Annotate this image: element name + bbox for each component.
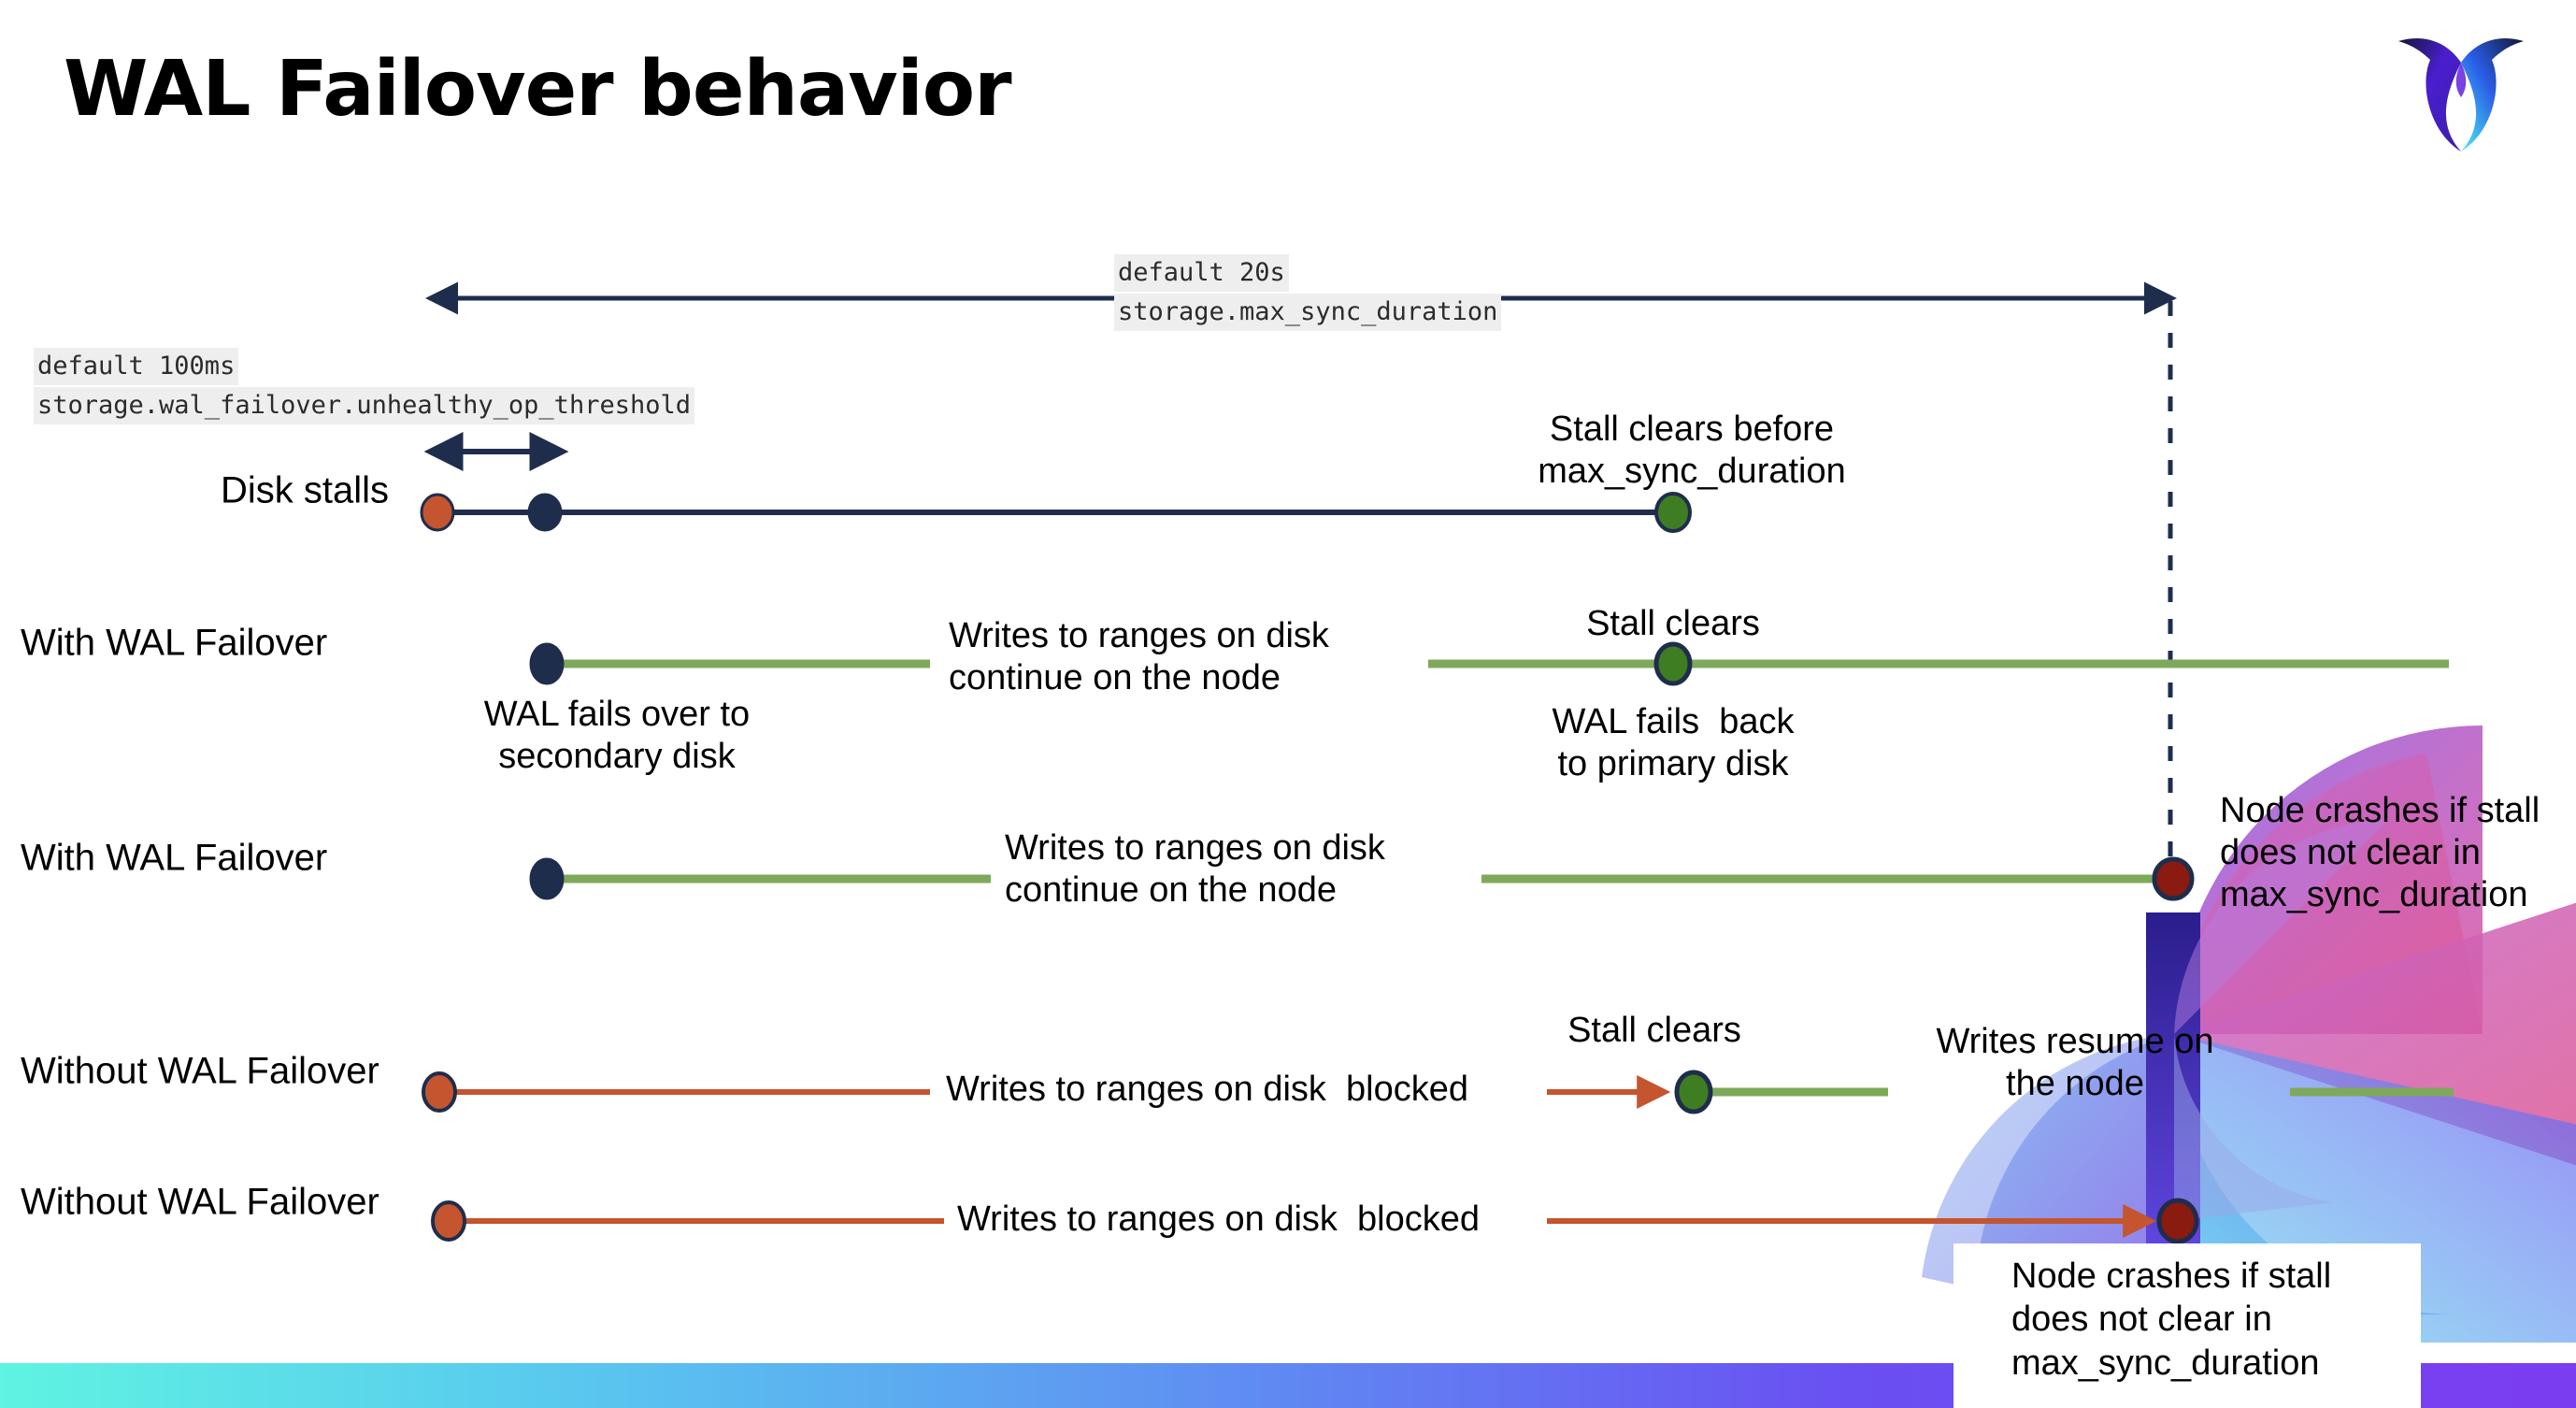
- row-label-with-wal-failover-1: With WAL Failover: [21, 622, 328, 664]
- max-sync-setting-name: storage.max_sync_duration: [1114, 294, 1502, 332]
- row-label-without-wal-failover-1: Without WAL Failover: [21, 1050, 379, 1092]
- annotation-writes-blocked-row4: Writes to ranges on disk blocked: [946, 1070, 1469, 1109]
- annotation-writes-continue-row3: Writes to ranges on disk continue on the…: [1005, 828, 1385, 910]
- row-label-without-wal-failover-2: Without WAL Failover: [21, 1181, 379, 1223]
- cockroachdb-logo-icon: [2398, 37, 2524, 151]
- unhealthy-threshold-default-label: default 100ms: [34, 348, 239, 386]
- row-label-disk-stalls: Disk stalls: [221, 469, 390, 511]
- annotation-stall-clears-row4: Stall clears: [1567, 1011, 1741, 1050]
- annotation-node-crashes-row5: Node crashes if stall does not clear in …: [2011, 1257, 2332, 1383]
- max-sync-default-label: default 20s: [1114, 254, 1289, 293]
- node-crash-callout-box: Node crashes if stall does not clear in …: [1953, 1243, 2421, 1408]
- annotation-stall-clears-before-max-sync: Stall clears before max_sync_duration: [1538, 409, 1846, 491]
- row-disk-stalls-timeline: [420, 492, 1692, 533]
- annotation-writes-continue-row2: Writes to ranges on disk continue on the…: [949, 616, 1329, 697]
- row-label-with-wal-failover-2: With WAL Failover: [21, 837, 328, 879]
- annotation-stall-clears-row2: Stall clears: [1586, 604, 1760, 643]
- annotation-writes-resume: Writes resume on the node: [1936, 1022, 2214, 1103]
- annotation-writes-blocked-row5: Writes to ranges on disk blocked: [957, 1200, 1481, 1239]
- annotation-node-crashes-row3: Node crashes if stall does not clear in …: [2220, 791, 2540, 914]
- row-with-wal-failover-clears-timeline: [529, 641, 2449, 686]
- page-title: WAL Failover behavior: [64, 45, 1012, 134]
- annotation-wal-fails-back: WAL fails back to primary disk: [1552, 702, 1795, 783]
- unhealthy-threshold-setting-name: storage.wal_failover.unhealthy_op_thresh…: [34, 387, 694, 425]
- annotation-wal-fails-over: WAL fails over to secondary disk: [483, 695, 751, 776]
